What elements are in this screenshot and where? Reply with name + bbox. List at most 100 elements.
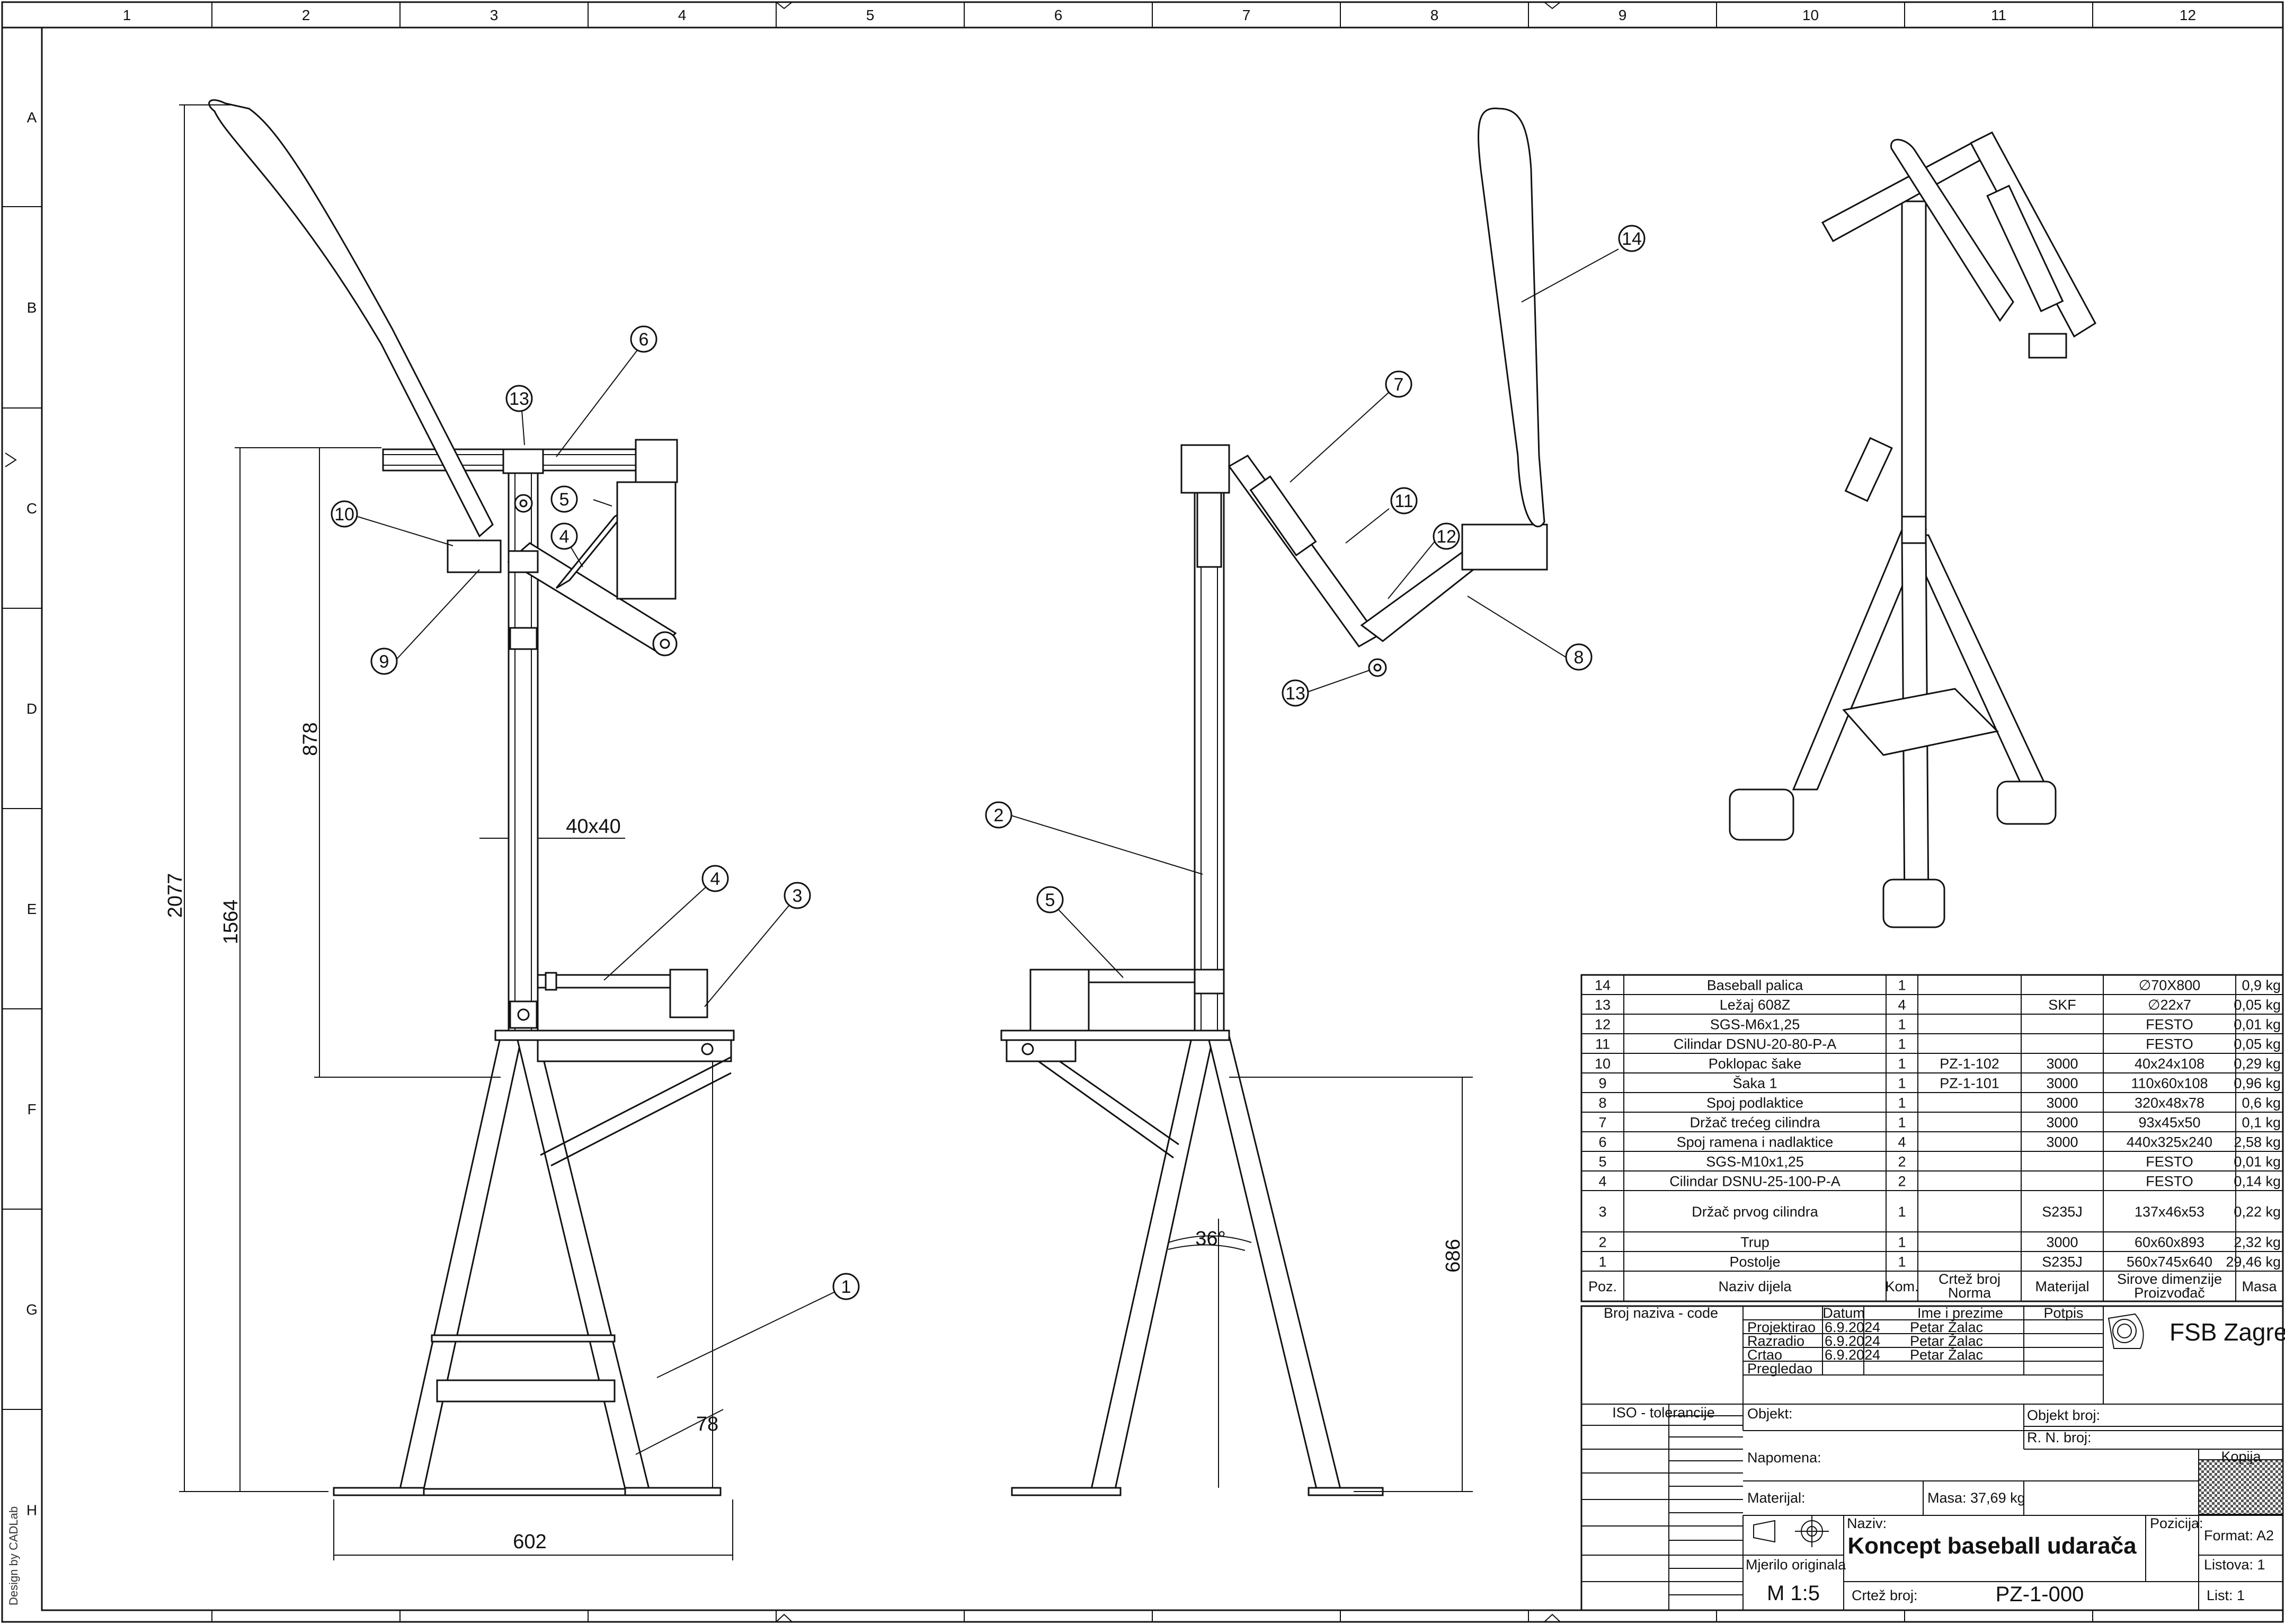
grid-col-8: 8 — [1430, 7, 1439, 23]
tb-mass: Masa: 37,69 kg — [1927, 1490, 2025, 1506]
balloon-9 — [370, 647, 398, 675]
bom-name: Cilindar DSNU-25-100-P-A — [1669, 1174, 1841, 1190]
bom-pos: 2 — [1598, 1235, 1606, 1250]
tb-scale: M 1:5 — [1767, 1582, 1820, 1605]
cad-note: Design by CADLab — [7, 1506, 20, 1605]
bom-qty: 4 — [1898, 997, 1906, 1013]
bom-h-name: Naziv dijela — [1718, 1279, 1792, 1294]
tb-scale-label: Mjerilo originala — [1746, 1557, 1846, 1573]
bom-qty: 1 — [1898, 1115, 1906, 1131]
balloon-3 — [784, 882, 811, 909]
title-block: Broj naziva - code Datum Ime i prezime P… — [1580, 1305, 2285, 1611]
balloon-4-alt — [550, 522, 578, 550]
front-view-bat — [208, 99, 494, 538]
grid-row-E: E — [27, 901, 37, 917]
tb-object-label: Objekt: — [1747, 1406, 1793, 1422]
bom-pos: 14 — [1595, 978, 1611, 993]
bom-qty: 1 — [1898, 1036, 1906, 1052]
bom-dims: 93x45x50 — [2138, 1115, 2200, 1131]
balloon-label-8: 8 — [1574, 647, 1584, 668]
dim-overall-height: 2077 — [164, 873, 186, 918]
grid-col-7: 7 — [1242, 7, 1251, 23]
tb-date-1: 6.9.2024 — [1825, 1333, 1880, 1349]
isometric-view — [1729, 131, 2096, 928]
bom-h-drawing: Crtež broj — [1939, 1271, 2001, 1287]
bom-name: SGS-M10x1,25 — [1706, 1154, 1804, 1170]
side-view-dimensions — [1168, 1077, 1473, 1492]
front-view: 2077 1564 878 40x40 602 78 — [164, 99, 735, 1560]
bom-name: Cilindar DSNU-20-80-P-A — [1674, 1036, 1837, 1052]
bom-material: 3000 — [2046, 1115, 2078, 1131]
bom-pos: 13 — [1595, 997, 1611, 1013]
balloon-10 — [331, 500, 358, 528]
bom-pos: 4 — [1598, 1174, 1606, 1190]
grid-col-12: 12 — [2180, 7, 2196, 23]
bom-mass: 0,22 kg — [2234, 1204, 2281, 1220]
bom-qty: 1 — [1898, 978, 1906, 993]
bom-mass: 0,01 kg — [2234, 1154, 2281, 1170]
balloon-11 — [1390, 487, 1418, 514]
dim-angle: 36° — [1195, 1228, 1225, 1250]
bom-mass: 0,1 kg — [2242, 1115, 2281, 1131]
bom-mass: 0,05 kg — [2234, 1036, 2281, 1052]
balloon-label-5: 5 — [559, 490, 570, 510]
bom-material: 3000 — [2046, 1056, 2078, 1072]
bom-dims: ∅22x7 — [2148, 997, 2191, 1013]
balloon-label-13: 13 — [509, 389, 529, 409]
bom-qty: 1 — [1898, 1235, 1906, 1250]
bom-mass: 2,58 kg — [2234, 1134, 2281, 1150]
copy-hatch — [2198, 1459, 2283, 1515]
balloon-label-11: 11 — [1394, 491, 1413, 511]
dim-profile: 40x40 — [566, 815, 621, 838]
tb-role-2: Crtao — [1747, 1347, 1782, 1363]
tb-sheets: Listova: 1 — [2204, 1557, 2265, 1573]
fsb-logo-icon — [2108, 1313, 2144, 1349]
tb-person-0: Petar Žalac — [1910, 1319, 1983, 1335]
bom-pos: 7 — [1598, 1115, 1606, 1131]
grid-row-H: H — [26, 1502, 37, 1519]
tb-copy-label: Kopija — [2221, 1449, 2261, 1465]
bom-material: S235J — [2042, 1254, 2083, 1270]
grid-row-C: C — [26, 500, 37, 517]
tb-date-label: Datum — [1822, 1305, 1865, 1321]
tb-sign-label: Potpis — [2043, 1305, 2083, 1321]
projection-symbol-icon — [1753, 1515, 1829, 1547]
bom-material: 3000 — [2046, 1095, 2078, 1111]
balloon-5-alt — [1036, 886, 1064, 913]
bom-h-raw: Sirove dimenzije — [2117, 1271, 2222, 1287]
grid-col-5: 5 — [866, 7, 875, 23]
leader-lines — [357, 249, 1619, 1378]
grid-col-11: 11 — [1991, 7, 2006, 23]
bom-pos: 12 — [1595, 1017, 1611, 1033]
bom-mass: 0,6 kg — [2242, 1095, 2281, 1111]
side-view: 36° 686 — [1000, 107, 1548, 1496]
side-view-base — [1000, 1030, 1384, 1496]
bom-name: Trup — [1740, 1235, 1770, 1250]
tb-format: Format: A2 — [2204, 1528, 2274, 1543]
side-view-arm — [1228, 455, 1548, 677]
bom-dims: FESTO — [2146, 1036, 2193, 1052]
side-view-bat — [1478, 107, 1545, 528]
bom-h-qty: Kom. — [1885, 1279, 1918, 1294]
bom-pos: 3 — [1598, 1204, 1606, 1220]
bom-qty: 2 — [1898, 1174, 1906, 1190]
balloon-label-9: 9 — [379, 652, 389, 672]
tb-note-label: Napomena: — [1747, 1450, 1821, 1466]
tb-code-label: Broj naziva - code — [1604, 1305, 1718, 1321]
bom-dims: ∅70X800 — [2139, 978, 2201, 993]
tb-role-1: Razradio — [1747, 1333, 1804, 1349]
tb-role-0: Projektirao — [1747, 1319, 1816, 1335]
balloon-label-4-alt: 4 — [559, 527, 570, 547]
bom-pos: 11 — [1595, 1036, 1610, 1052]
balloon-label-2: 2 — [994, 805, 1004, 826]
tb-person-1: Petar Žalac — [1910, 1333, 1983, 1349]
balloon-label-14: 14 — [1622, 229, 1642, 249]
bom-h-pos: Poz. — [1588, 1279, 1617, 1294]
